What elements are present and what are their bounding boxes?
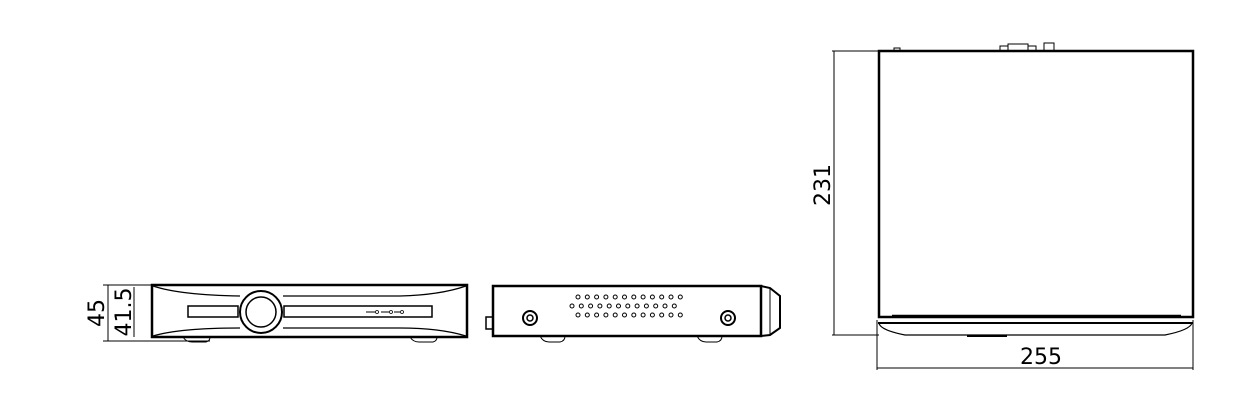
vent-hole [643, 303, 649, 309]
vent-hole [616, 303, 621, 309]
vent-hole [588, 303, 594, 309]
vent-hole [649, 312, 655, 318]
dim-label-231: 231 [811, 164, 836, 206]
foot-left [182, 336, 211, 343]
vent-hole [597, 303, 603, 309]
side-foot-left [539, 335, 566, 343]
vent-hole [631, 312, 637, 318]
connector-left-icon [522, 310, 538, 326]
side-connector [485, 316, 494, 330]
vent-hole [622, 294, 627, 300]
top-body [877, 49, 1195, 319]
top-view: 231 255 [811, 42, 1195, 370]
vent-hole [612, 312, 618, 318]
vent-holes [569, 294, 683, 318]
vent-hole [612, 294, 618, 300]
connector-right-icon [720, 310, 736, 326]
rear-port-b [1027, 45, 1037, 52]
vent-hole [569, 303, 575, 309]
vent-hole [677, 294, 683, 300]
vent-hole [594, 294, 600, 300]
vent-hole [671, 303, 677, 309]
vent-hole [578, 303, 584, 309]
top-front-bevel [878, 322, 1193, 336]
vent-hole [603, 294, 609, 300]
vent-hole [662, 303, 668, 309]
vent-hole [659, 294, 665, 300]
vent-hole [631, 294, 637, 300]
front-bevel-bottom [152, 327, 467, 337]
vent-hole [640, 312, 646, 318]
rear-port-small [893, 47, 901, 52]
vent-hole [653, 303, 659, 309]
front-view: 45 41.5 [85, 283, 469, 343]
vent-hole [668, 294, 674, 300]
vent-hole [649, 294, 655, 300]
indicator-leds [366, 310, 404, 314]
vent-hole [603, 312, 609, 318]
knob-outer-icon [239, 290, 283, 334]
vent-hole [594, 312, 600, 318]
front-bevel-top [152, 285, 467, 297]
vent-hole [575, 294, 581, 300]
vent-hole [625, 303, 631, 309]
side-view [485, 284, 781, 343]
dim-label-45: 45 [85, 299, 110, 327]
front-panel-body [150, 283, 469, 339]
vent-hole [634, 303, 640, 309]
side-front-cap [760, 285, 781, 337]
vent-hole [659, 312, 665, 318]
dim-label-41-5: 41.5 [112, 288, 137, 337]
vent-hole [584, 312, 590, 318]
side-body [491, 284, 763, 338]
front-slot-left [187, 305, 239, 318]
vent-hole [622, 312, 627, 318]
vent-hole [640, 294, 646, 300]
front-slot-right [283, 305, 433, 318]
dim-label-255: 255 [1020, 345, 1062, 370]
vent-hole [606, 303, 612, 309]
knob-inner-icon [245, 296, 277, 328]
vent-hole [668, 312, 674, 318]
side-foot-right [696, 335, 723, 343]
foot-right [409, 336, 438, 343]
rear-port-power [1043, 42, 1055, 52]
vent-hole [677, 312, 683, 318]
vent-hole [575, 312, 581, 318]
vent-hole [584, 294, 590, 300]
